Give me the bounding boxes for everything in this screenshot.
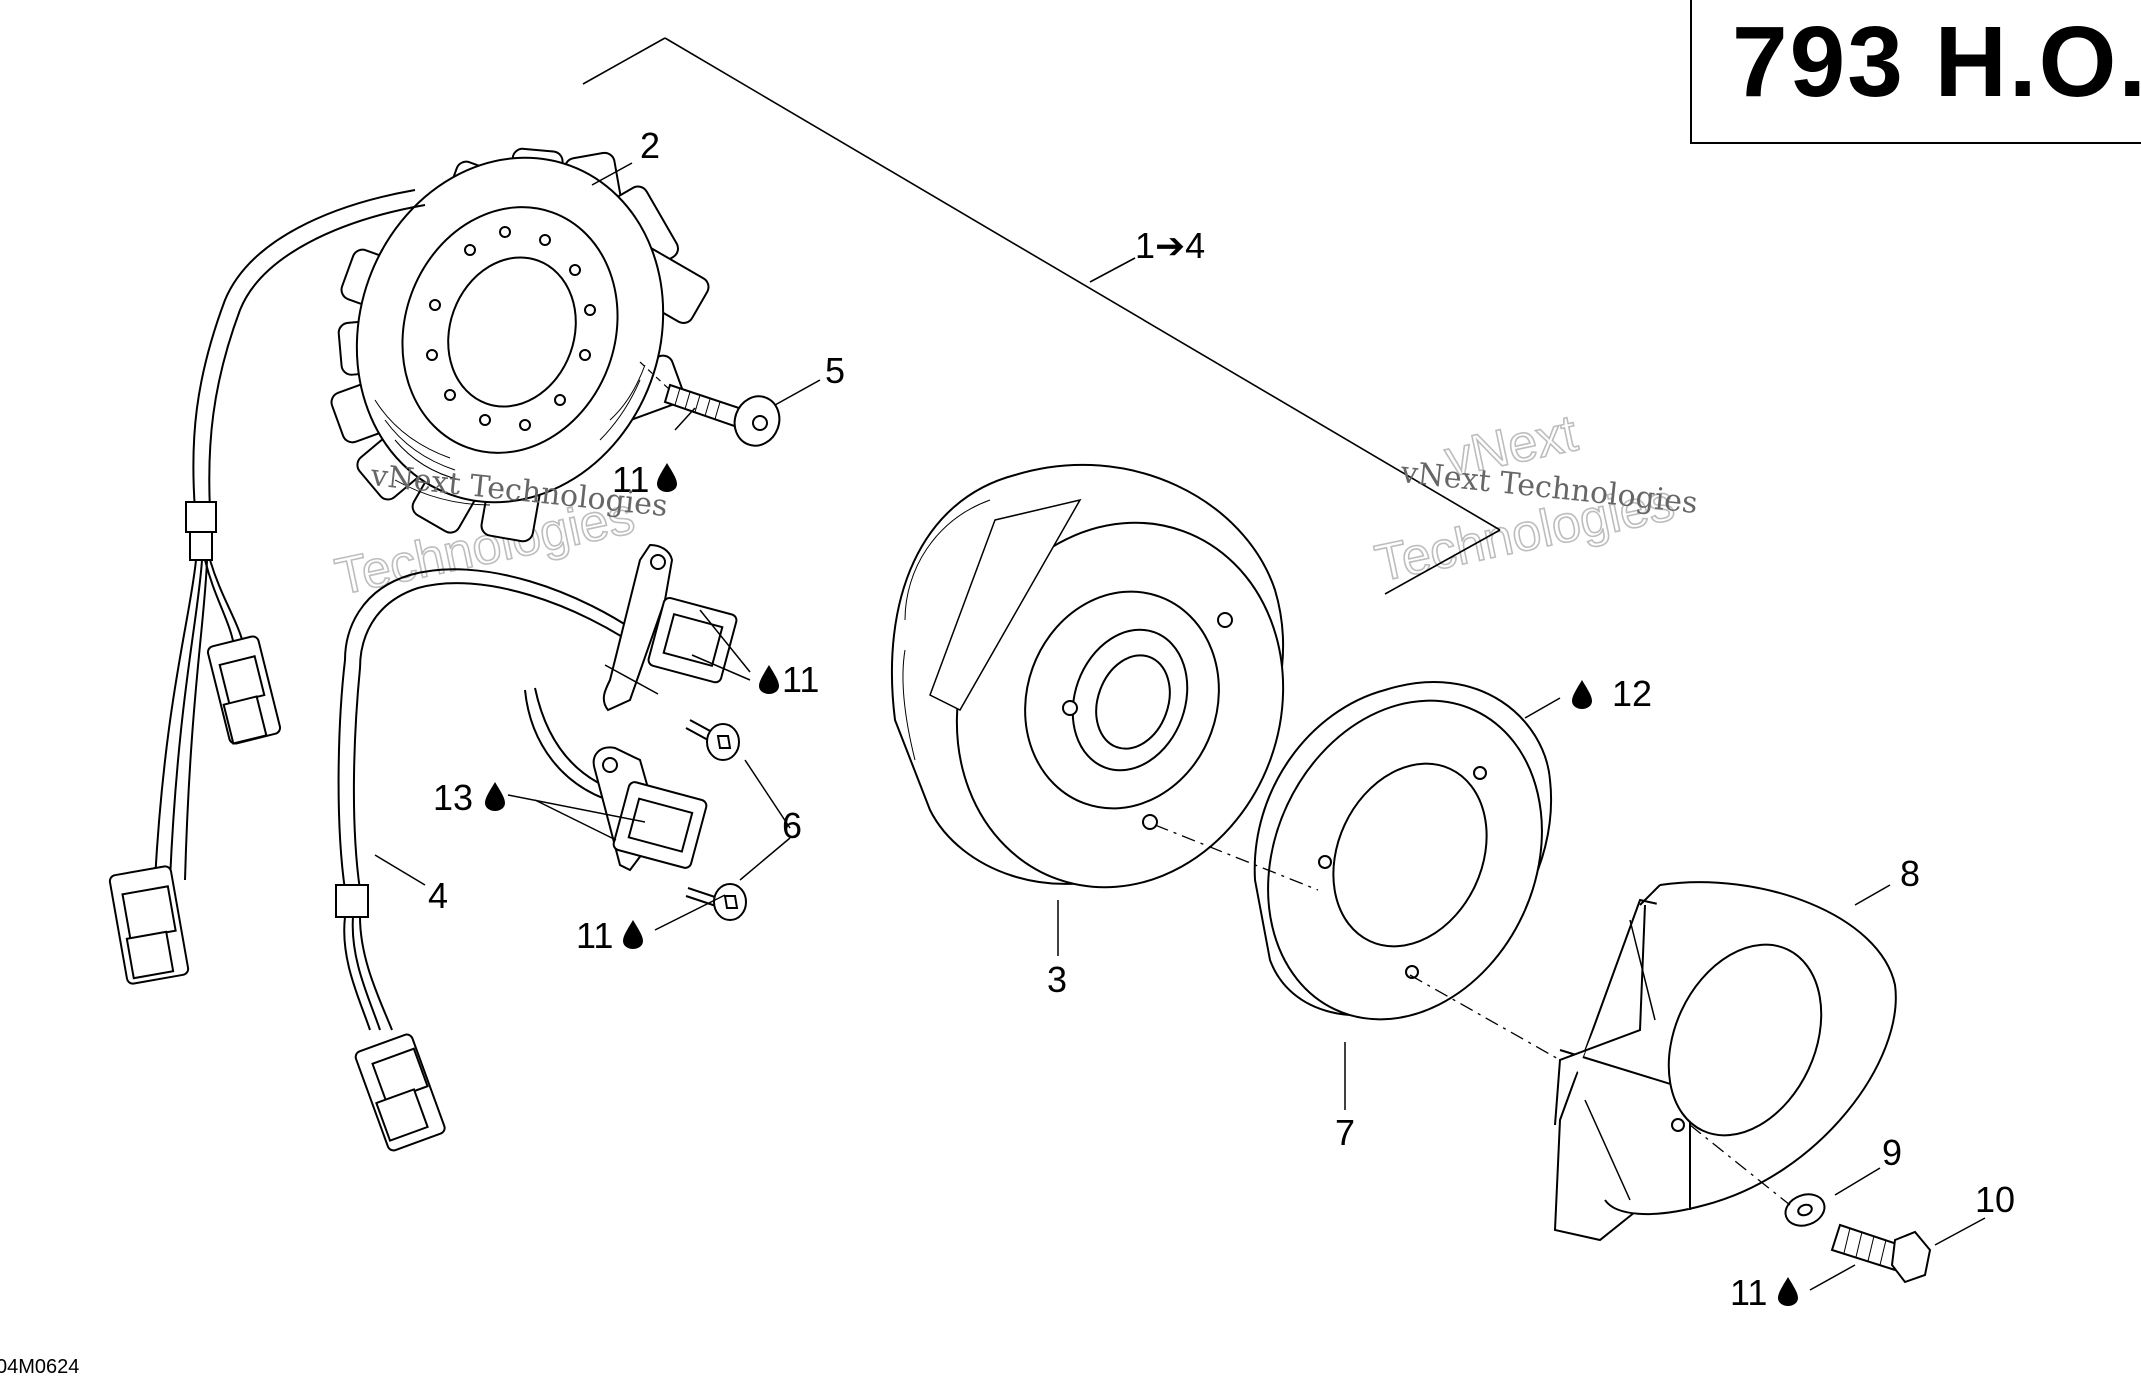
stator-connector-small [206,635,282,745]
callout-9: 9 [1882,1132,1902,1173]
upper-sensor [602,543,738,712]
callout-2: 2 [640,125,660,166]
stator-holes [426,226,596,431]
callout-labels: 2 1➔4 5 11 11 12 13 6 4 11 3 7 8 9 10 11 [428,125,2015,1313]
drop-icon [759,665,779,694]
stator-harness [108,189,426,985]
callout-4: 4 [428,875,448,916]
callout-11d: 11 [1730,1272,1767,1313]
group-bracket [582,37,1501,595]
washer [1784,1193,1826,1227]
callout-10: 10 [1975,1179,2015,1220]
callout-11b: 11 [782,659,819,700]
stator-screw [639,361,781,447]
stator [330,147,710,543]
callout-6: 6 [782,805,802,846]
drop-icon [623,920,643,949]
starter-cup [1553,881,1897,1242]
callout-13: 13 [433,777,473,818]
callout-11c: 11 [576,915,613,956]
drop-icon [1572,680,1592,709]
stator-lamination-lines [374,364,646,506]
engine-model-label: 793 H.O. [1732,6,2141,118]
stator-connector-large [108,865,190,985]
flywheel [891,463,1285,889]
leader-lines [374,162,1986,1291]
drop-icon [1778,1277,1798,1306]
trigger-connector [354,1033,446,1152]
callout-12: 12 [1612,673,1652,714]
callout-5: 5 [825,350,845,391]
trigger-harness [335,568,649,1152]
callout-11a: 11 [612,459,649,500]
callout-8: 8 [1900,853,1920,894]
trigger-ring [1253,681,1553,1021]
assembly-centerline [1154,824,1791,1206]
sensor-screws [685,719,747,921]
callout-7: 7 [1335,1112,1355,1153]
flywheel-bolt [1830,1223,1932,1284]
diagram-code: 04M0624 [0,1356,80,1378]
callout-3: 3 [1047,959,1067,1000]
callout-1-to-4: 1➔4 [1135,225,1205,266]
drop-icon [485,782,505,811]
lower-sensor [592,746,708,872]
engine-model-box: 793 H.O. [1690,0,2141,144]
